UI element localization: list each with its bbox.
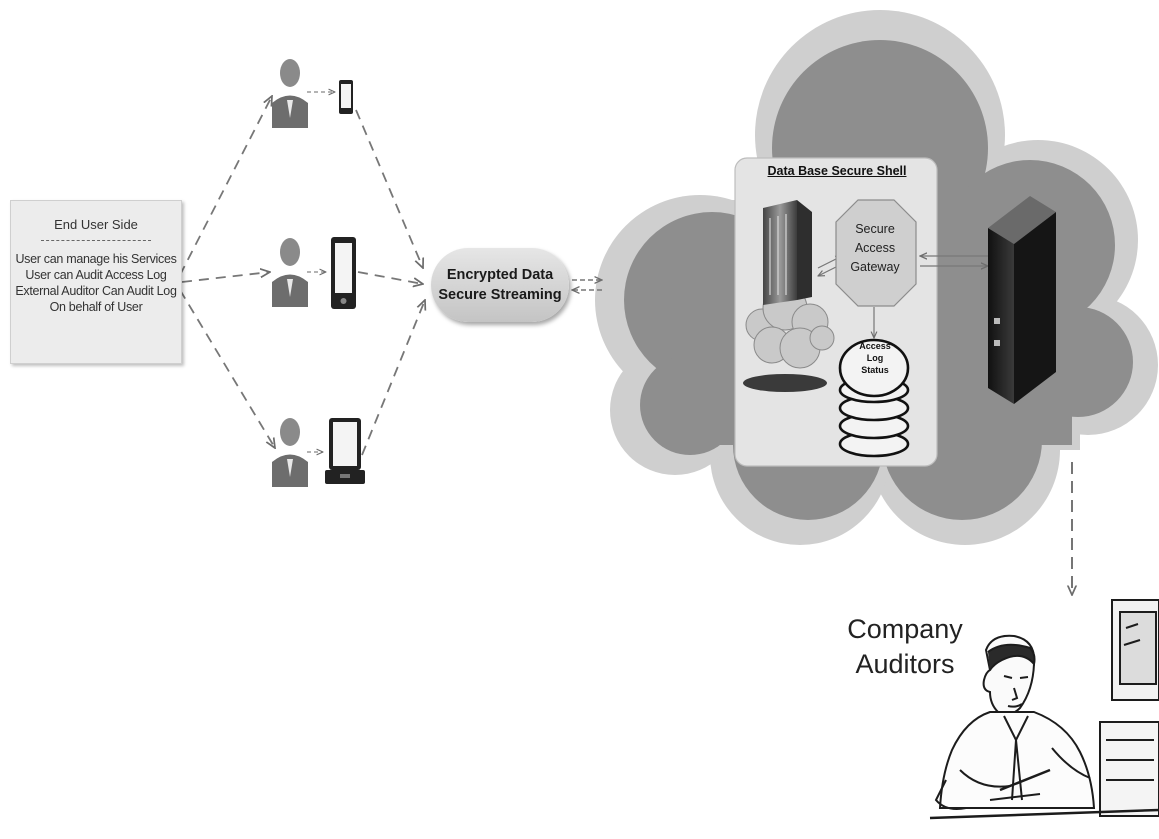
- secure-access-gateway: [835, 199, 917, 307]
- streaming-arrows: [572, 280, 602, 290]
- end-user-line-2: User can Audit Access Log: [25, 268, 167, 282]
- gateway-label: Secure Access Gateway: [838, 220, 912, 277]
- link-mobile-to-encrypted: [357, 271, 423, 284]
- company-auditors-label: Company Auditors: [830, 612, 980, 682]
- link-laptop-to-encrypted: [361, 300, 425, 456]
- end-user-title: End User Side: [54, 217, 138, 232]
- connection-lines: [179, 96, 425, 456]
- access-log-label: Access Log Status: [842, 340, 908, 376]
- link-box-to-user-middle: [181, 272, 270, 283]
- person-icon: [272, 418, 308, 487]
- smartphone-icon: [331, 237, 356, 309]
- user-to-device-arrows: [307, 92, 335, 452]
- laptop-icon: [325, 418, 365, 484]
- link-box-to-user-bottom: [179, 289, 275, 448]
- database-icon: [838, 338, 910, 458]
- link-box-to-user-top: [179, 96, 272, 276]
- end-user-line-3: External Auditor Can Audit Log: [15, 284, 177, 298]
- link-phone-to-encrypted: [355, 109, 423, 268]
- server-rack-icon: [743, 200, 835, 392]
- encrypted-node-line-2: Secure Streaming: [438, 287, 562, 303]
- auditors-line-2: Auditors: [855, 649, 955, 679]
- person-icon: [272, 59, 308, 128]
- auditor-illustration: [929, 599, 1159, 820]
- tower-to-gateway-arrows: [920, 256, 988, 266]
- server-tower-icon: [988, 196, 1056, 404]
- end-user-side-panel: End User Side User can manage his Servic…: [10, 200, 182, 364]
- smartphone-icon: [339, 80, 353, 114]
- end-user-line-4: On behalf of User: [49, 300, 143, 314]
- gateway-line-3: Gateway: [850, 260, 900, 274]
- end-user-line-1: User can manage his Services: [15, 252, 177, 266]
- end-user-divider: [41, 240, 151, 241]
- log-line-3: Status: [861, 365, 889, 375]
- log-line-2: Log: [866, 353, 884, 363]
- gateway-line-1: Secure: [855, 222, 895, 236]
- auditors-line-1: Company: [847, 614, 963, 644]
- encrypted-data-node: Encrypted Data Secure Streaming: [431, 248, 569, 322]
- log-line-1: Access: [859, 341, 891, 351]
- encrypted-node-line-1: Encrypted Data: [446, 267, 554, 283]
- gateway-line-2: Access: [854, 241, 896, 255]
- secure-shell-title: Data Base Secure Shell: [767, 164, 907, 178]
- person-icon: [272, 238, 308, 307]
